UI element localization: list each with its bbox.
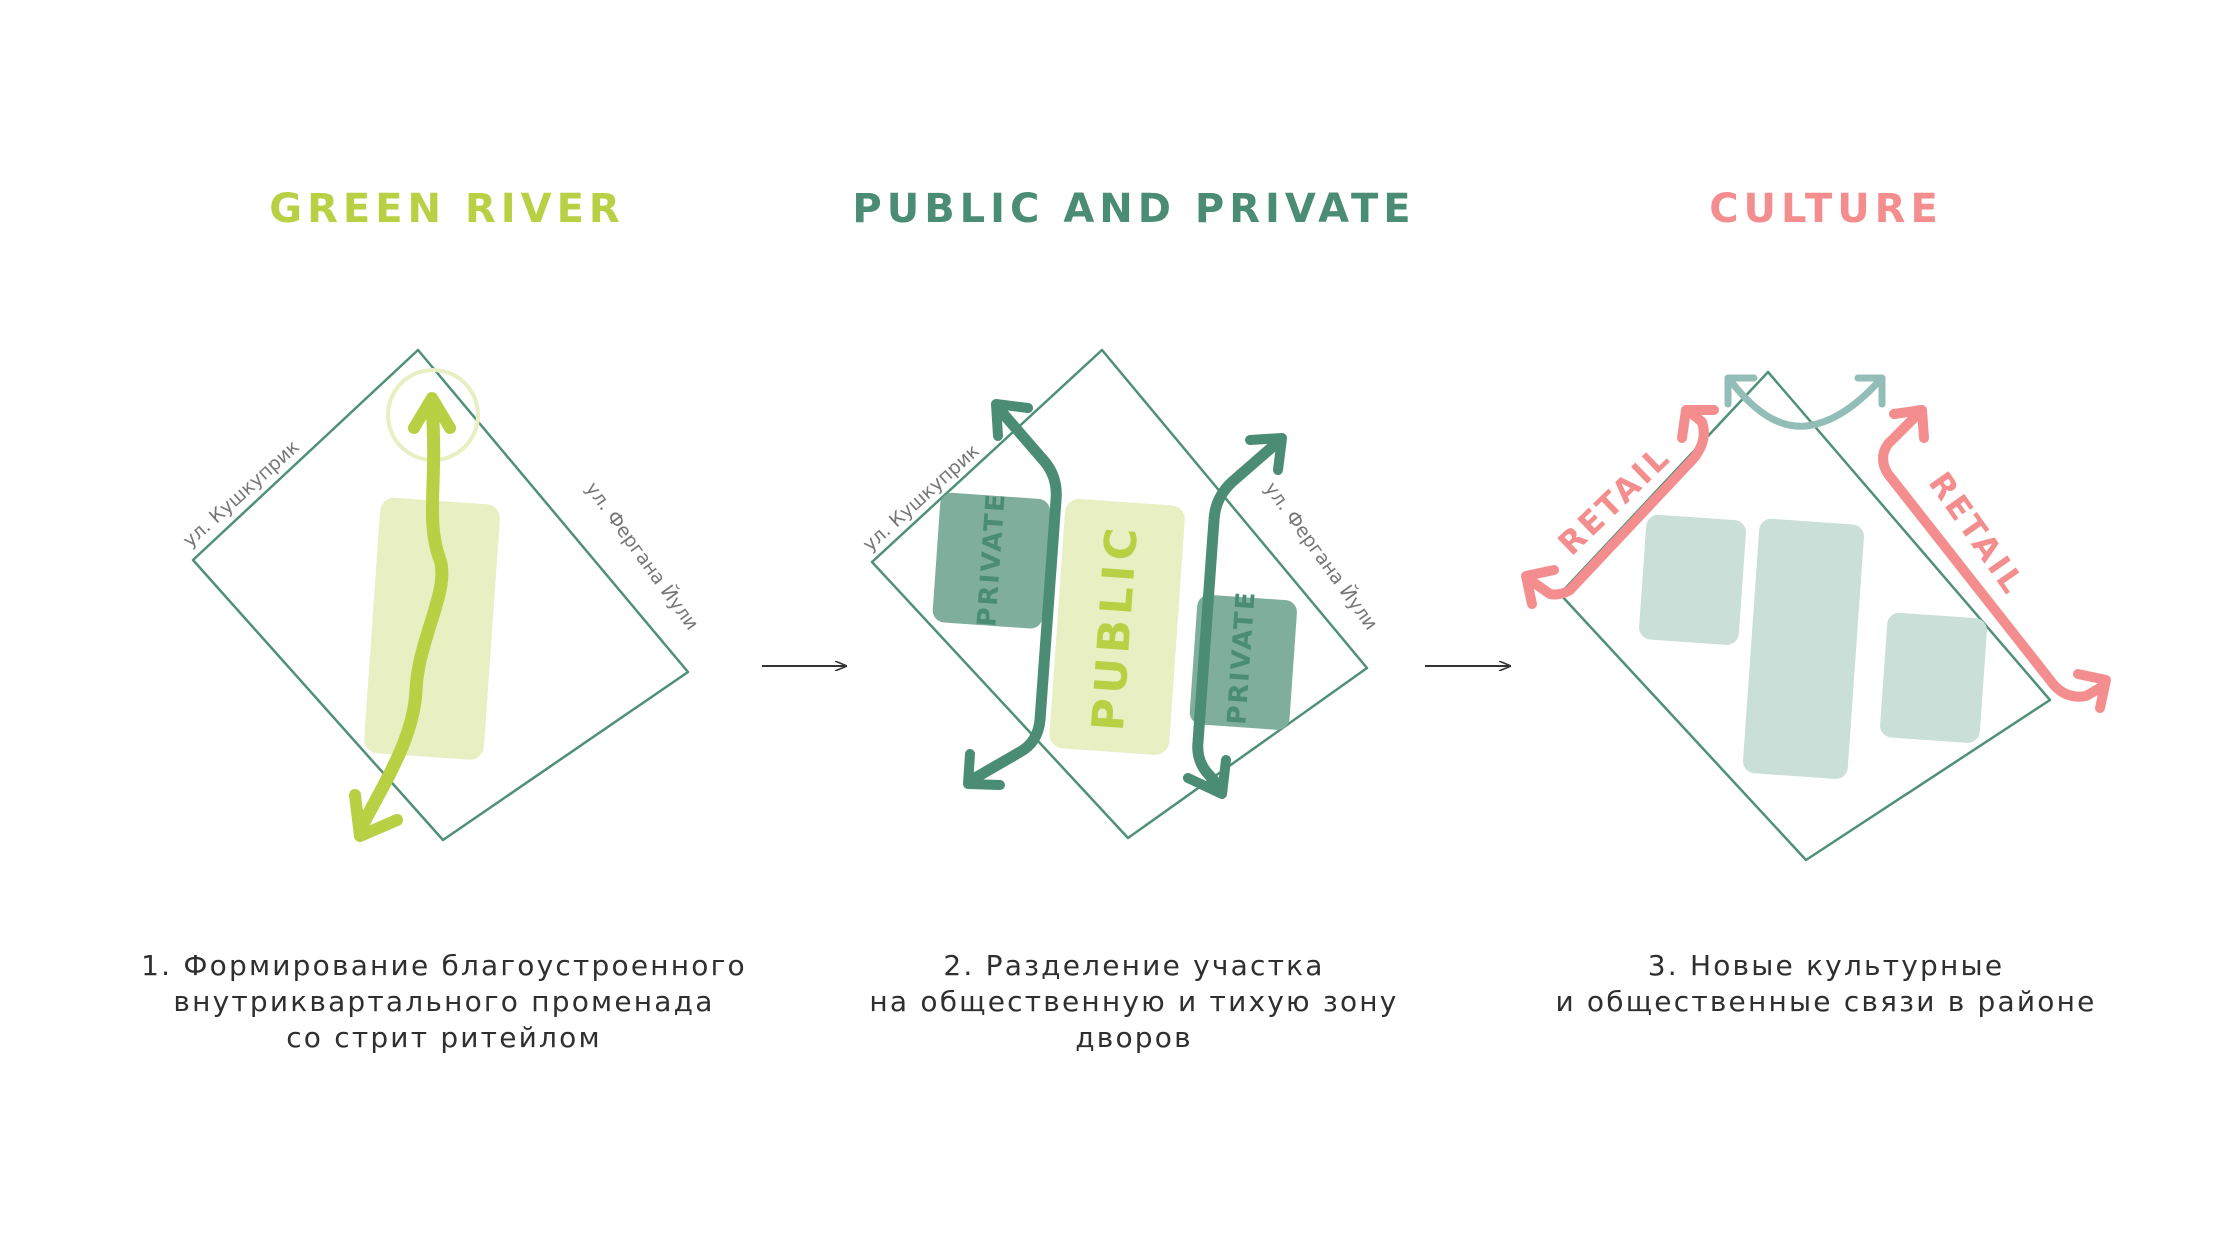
arrow-head bbox=[1521, 565, 1559, 609]
panel-3-caption: 3. Новые культурные и общественные связи… bbox=[1506, 948, 2146, 1020]
caption-line: 2. Разделение участка bbox=[943, 949, 1325, 982]
site-outline bbox=[191, 348, 690, 842]
public-block bbox=[1049, 498, 1185, 755]
panel-3-diagram: RETAIL RETAIL bbox=[1521, 370, 2111, 862]
building-block bbox=[1639, 514, 1746, 645]
retail-arrow-left bbox=[1525, 407, 1709, 600]
panel-1-caption: 1. Формирование благоустроенного внутрик… bbox=[124, 948, 764, 1056]
arrow-head bbox=[1183, 755, 1231, 799]
arrow-head bbox=[1245, 433, 1287, 475]
caption-line: внутриквартального променада bbox=[173, 985, 715, 1018]
connection-arc-arrow bbox=[1726, 376, 1884, 430]
panel-2-title: PUBLIC AND PRIVATE bbox=[852, 186, 1416, 232]
building-block bbox=[1880, 612, 1987, 743]
panel-3-title: CULTURE bbox=[1709, 186, 1943, 232]
arrow-head-up bbox=[408, 392, 456, 434]
arrow-head bbox=[1724, 374, 1758, 408]
building-block bbox=[1743, 518, 1864, 779]
panel-1-diagram: ул. Кушкуприк ул. Фергана Йули bbox=[179, 348, 704, 842]
retail-arrow-right bbox=[1878, 409, 2105, 702]
path-arrow-right bbox=[1192, 436, 1284, 796]
arrow-head bbox=[2073, 669, 2111, 713]
caption-line: дворов bbox=[1075, 1021, 1193, 1054]
caption-line: со стрит ритейлом bbox=[286, 1021, 602, 1054]
arrow-head-down bbox=[349, 789, 403, 842]
caption-line: и общественные связи в районе bbox=[1555, 985, 2097, 1018]
path-arrow-left bbox=[969, 404, 1062, 784]
green-river-arrow bbox=[353, 401, 449, 837]
arrow-head bbox=[1854, 374, 1886, 408]
site-outline bbox=[870, 348, 1369, 840]
arrow-head bbox=[1677, 405, 1719, 443]
caption-line: на общественную и тихую зону bbox=[869, 985, 1399, 1018]
private-block-right bbox=[1189, 594, 1297, 730]
street-label-right: ул. Фергана Йули bbox=[581, 477, 704, 634]
panel-2-caption: 2. Разделение участка на общественную и … bbox=[814, 948, 1454, 1056]
arrow-head bbox=[991, 399, 1033, 441]
private-block-left bbox=[932, 492, 1050, 629]
arrow-head bbox=[1889, 405, 1929, 443]
caption-line: 3. Новые культурные bbox=[1647, 949, 2005, 982]
panel-2-diagram: PRIVATE PUBLIC PRIVATE ул. Кушкуприк ул.… bbox=[859, 348, 1383, 840]
street-label-left: ул. Кушкуприк bbox=[179, 436, 304, 552]
caption-line: 1. Формирование благоустроенного bbox=[141, 949, 747, 982]
panel-1-title: GREEN RIVER bbox=[269, 186, 625, 232]
arrow-head bbox=[963, 749, 1005, 790]
